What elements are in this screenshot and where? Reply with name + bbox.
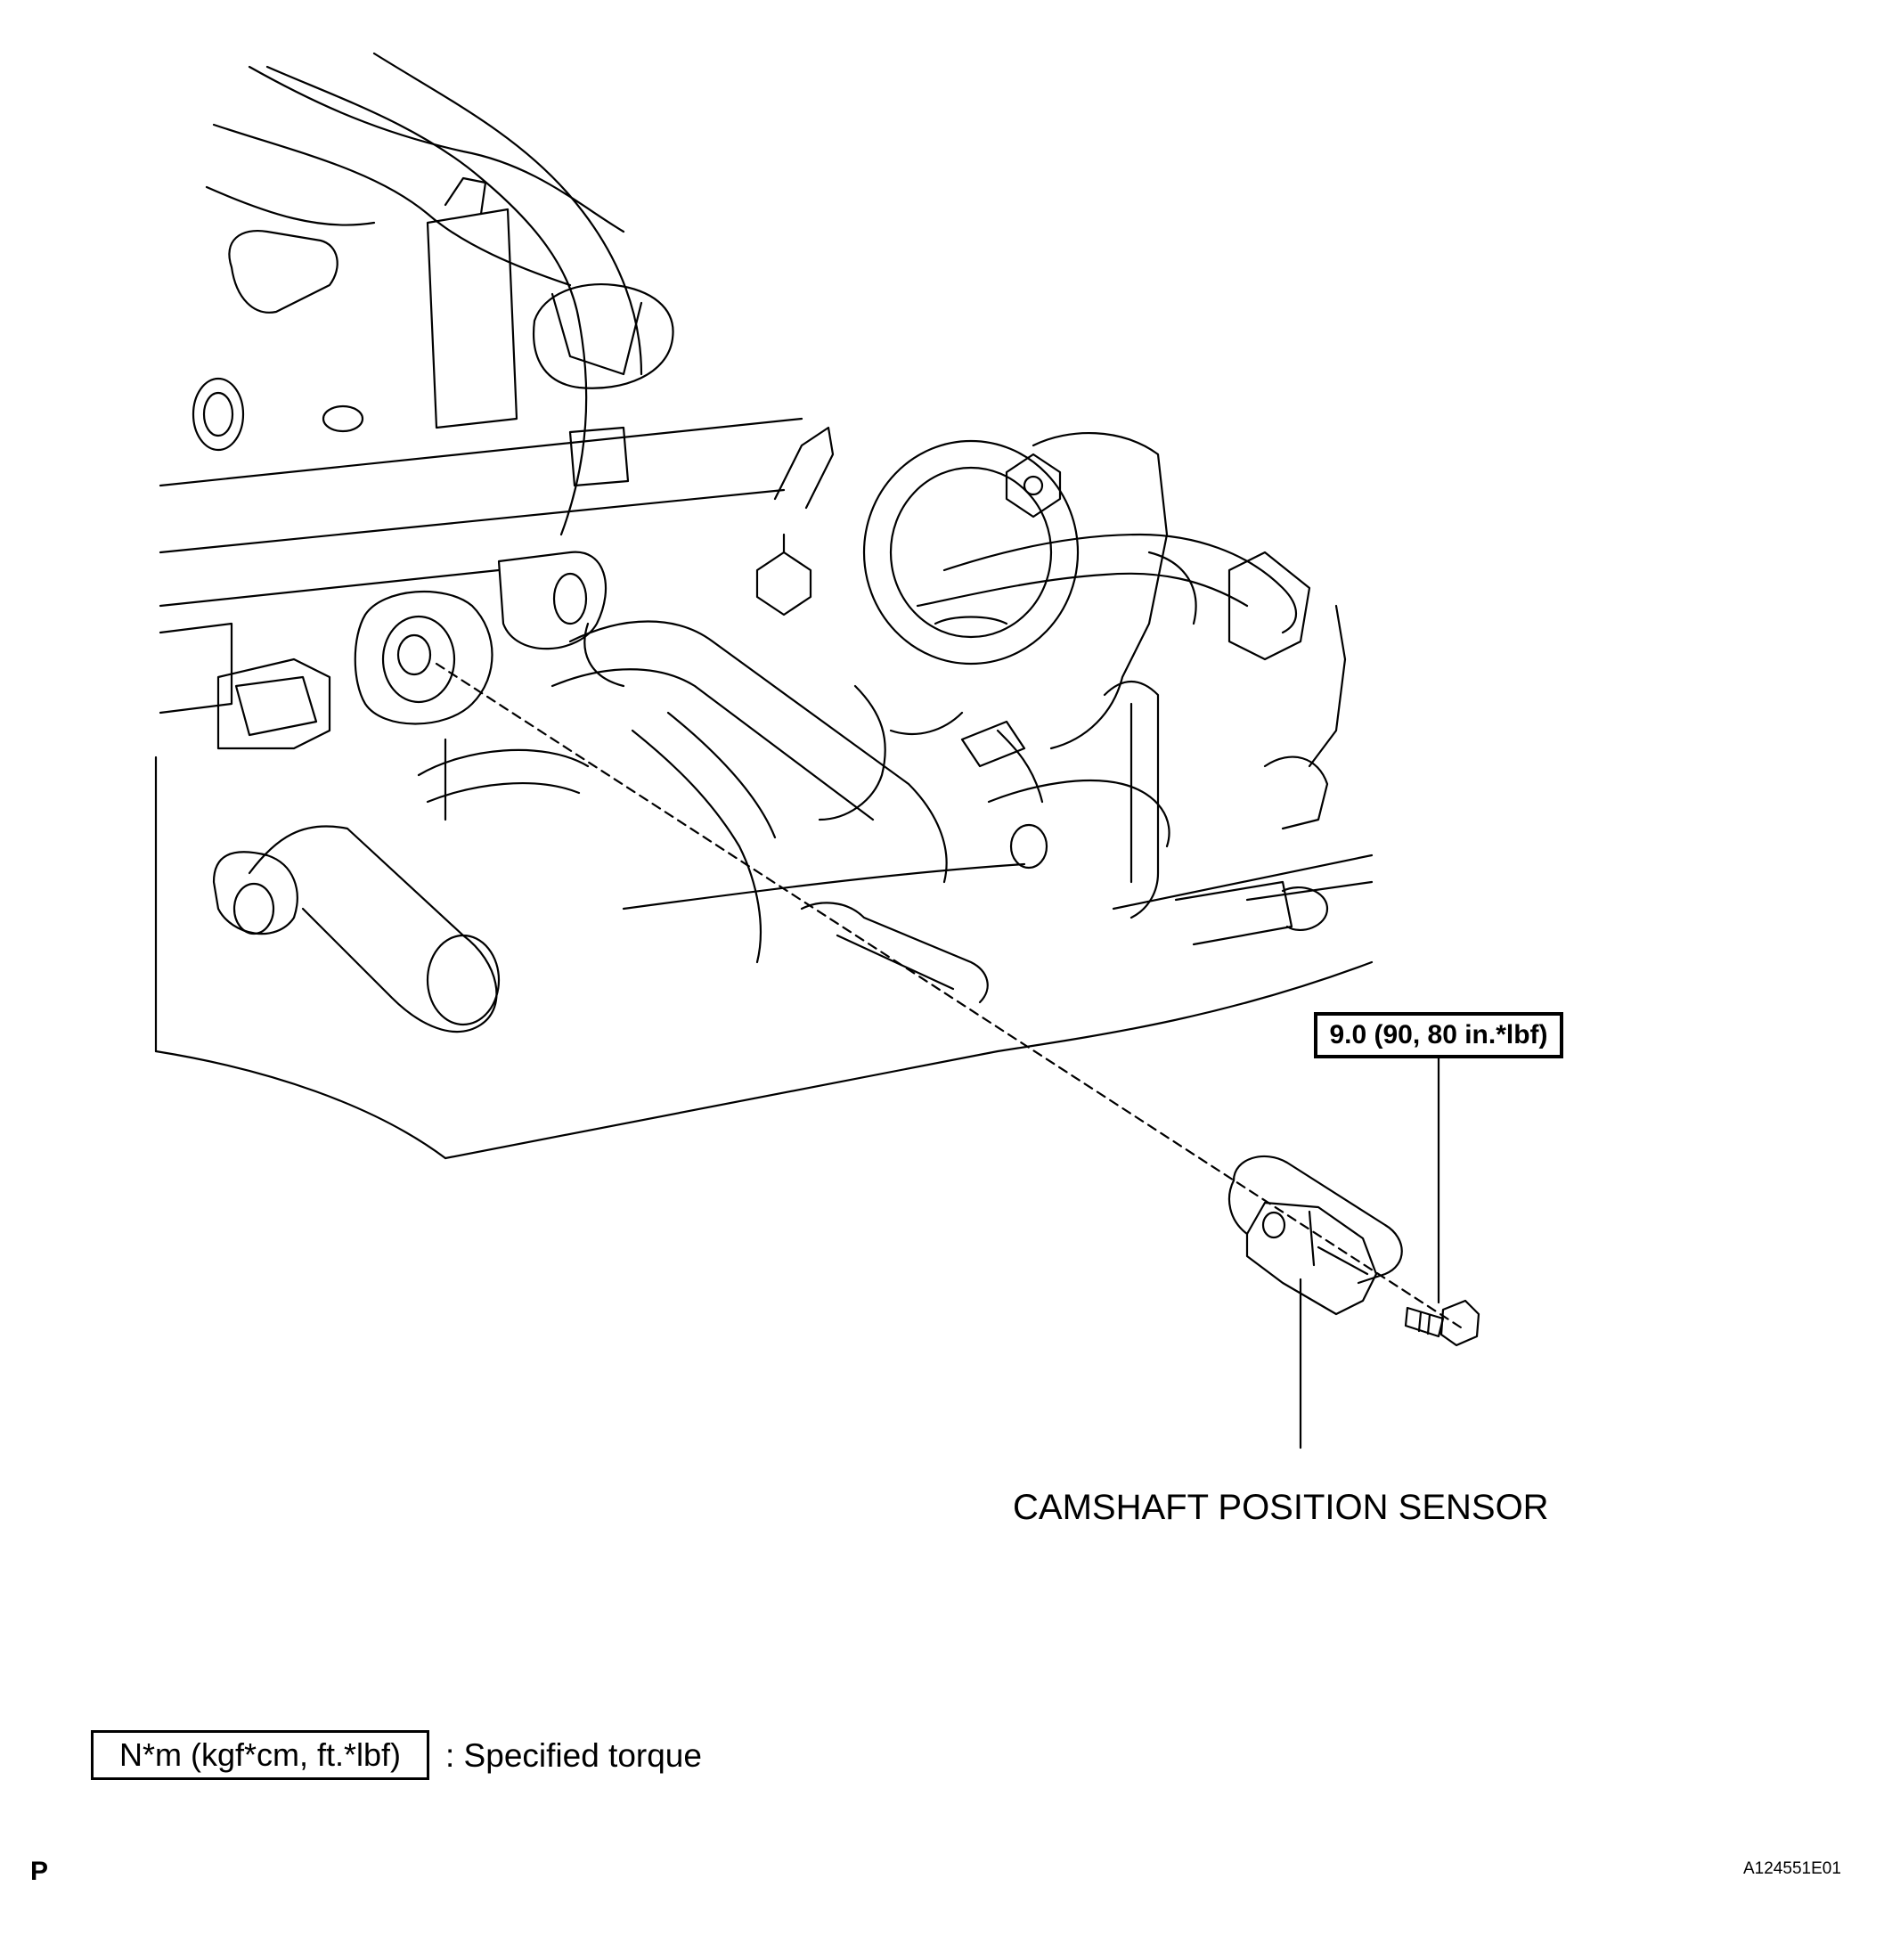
ignition-coils bbox=[192, 176, 674, 650]
legend-description: : Specified torque bbox=[445, 1737, 702, 1774]
corner-letter: P bbox=[30, 1857, 49, 1886]
hoses bbox=[212, 533, 1329, 1033]
reference-code: A124551E01 bbox=[1743, 1859, 1841, 1878]
throttle-body bbox=[755, 426, 1347, 870]
legend-torque-units-box: N*m (kgf*cm, ft.*lbf) bbox=[91, 1730, 429, 1780]
sensor-label: CAMSHAFT POSITION SENSOR bbox=[1013, 1488, 1549, 1527]
sensor-bolt bbox=[1404, 1299, 1480, 1347]
alignment-dashed-line bbox=[435, 662, 1463, 1329]
mounting-boss bbox=[159, 590, 493, 750]
torque-callout: 9.0 (90, 80 in.*lbf) bbox=[1314, 1012, 1563, 1058]
engine-block bbox=[154, 52, 1374, 1160]
camshaft-position-sensor bbox=[1227, 1155, 1403, 1316]
